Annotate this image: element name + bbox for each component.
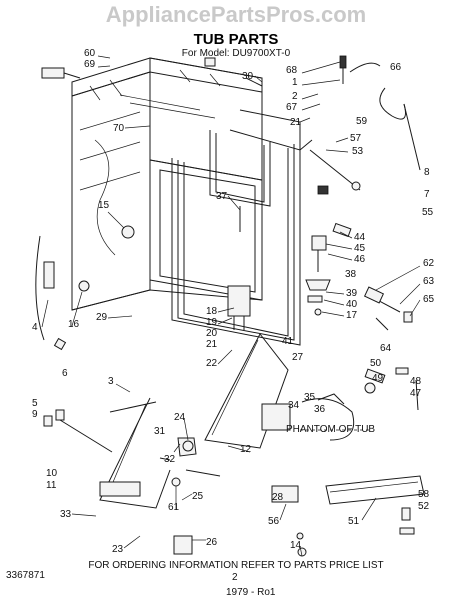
callout-19: 19 [206,317,218,328]
callout-65: 65 [423,294,435,305]
callout-24: 24 [174,412,186,423]
callout-20: 20 [206,328,218,339]
tub-gaskets [171,109,313,346]
callout-49: 49 [372,373,384,384]
callout-45: 45 [354,243,366,254]
callout-9: 9 [32,409,38,420]
ordering-note: FOR ORDERING INFORMATION REFER TO PARTS … [88,560,383,571]
callout-31: 31 [154,426,166,437]
callout-11: 11 [46,480,57,491]
page-number: 2 [232,572,238,583]
callout-18: 18 [206,306,218,317]
watermark-text: AppliancePartsPros.com [106,2,366,27]
callout-68: 68 [286,65,298,76]
callout-labels: 60 69 30 68 1 66 2 67 70 21 59 57 53 8 7… [32,48,435,555]
callout-58: 58 [418,489,430,500]
callout-14: 14 [290,540,302,551]
callout-21b: 21 [206,339,218,350]
callout-52: 52 [418,501,430,512]
callout-23: 23 [112,544,124,555]
callout-67: 67 [286,102,298,113]
callout-15: 15 [98,200,110,211]
model-line: For Model: DU9700XT-0 [182,48,291,59]
phantom-tub-label: PHANTOM OF TUB [286,424,375,435]
callout-22: 22 [206,358,218,369]
callout-10: 10 [46,468,58,479]
callout-62: 62 [423,258,435,269]
callout-28: 28 [272,492,284,503]
callout-27: 27 [292,352,304,363]
callout-41: 41 [282,336,294,347]
callout-34: 34 [288,400,300,411]
phantom-tub-assembly [296,379,425,557]
lower-supports [43,333,299,555]
callout-44: 44 [354,232,366,243]
callout-2: 2 [292,91,298,102]
callout-47: 47 [410,388,422,399]
callout-12: 12 [240,444,252,455]
callout-48: 48 [410,376,422,387]
diagram-title: TUB PARTS [194,31,279,48]
callout-36: 36 [314,404,326,415]
callout-33: 33 [60,509,72,520]
callout-39: 39 [346,288,358,299]
callout-70: 70 [113,123,125,134]
callout-51: 51 [348,516,360,527]
callout-63: 63 [423,276,435,287]
callout-6: 6 [62,368,68,379]
callout-46: 46 [354,254,366,265]
callout-55: 55 [422,207,434,218]
callout-16: 16 [68,319,80,330]
callout-32: 32 [164,454,176,465]
callout-57: 57 [350,133,362,144]
callout-1: 1 [292,77,298,88]
callout-56: 56 [268,516,280,527]
callout-53: 53 [352,146,364,157]
callout-4: 4 [32,322,38,333]
date-mark: 1979 - Ro1 [226,587,276,598]
callout-59: 59 [356,116,368,127]
callout-35: 35 [304,392,316,403]
callout-60: 60 [84,48,96,59]
doc-number: 3367871 [6,570,45,581]
callout-25: 25 [192,491,204,502]
callout-5: 5 [32,398,38,409]
callout-17: 17 [346,310,358,321]
callout-69: 69 [84,59,96,70]
leader-lines [41,55,421,557]
callout-50: 50 [370,358,382,369]
callout-3: 3 [108,376,114,387]
callout-61: 61 [168,502,180,513]
callout-66: 66 [390,62,402,73]
callout-21a: 21 [290,117,302,128]
callout-37: 37 [216,191,228,202]
hose-assembly [204,55,421,195]
callout-40: 40 [346,299,358,310]
callout-26: 26 [206,537,218,548]
tub-body [35,57,263,351]
callout-29: 29 [96,312,108,323]
callout-8: 8 [424,167,430,178]
callout-7: 7 [424,189,430,200]
callout-30: 30 [242,71,254,82]
callout-64: 64 [380,343,392,354]
right-side-parts [227,206,413,394]
callout-38: 38 [345,269,357,280]
